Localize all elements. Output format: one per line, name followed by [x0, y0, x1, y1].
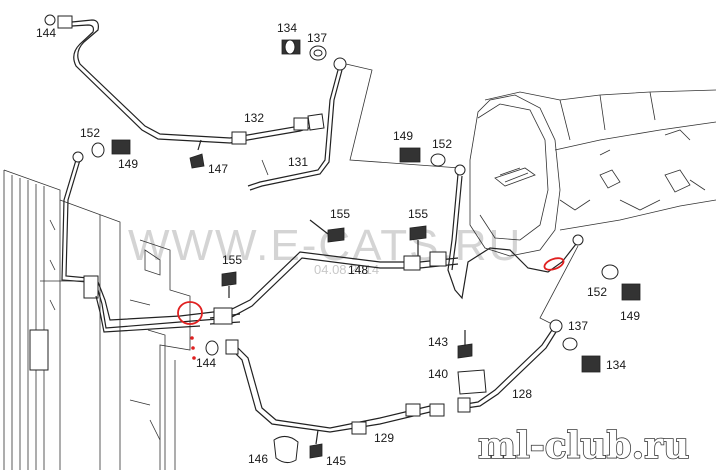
- highlight-dot: [192, 356, 196, 360]
- highlight-oval-left: [177, 301, 203, 325]
- callout-label: 146: [248, 452, 268, 466]
- callout-label: 129: [374, 431, 394, 445]
- callout-label: 155: [408, 207, 428, 221]
- pipe-132: [44, 14, 325, 145]
- callout-label: 152: [432, 137, 452, 151]
- callout-label: 152: [587, 285, 607, 299]
- callout-label: 134: [606, 358, 626, 372]
- callout-label: 149: [393, 129, 413, 143]
- callout-label: 144: [36, 26, 56, 40]
- callout-label: 134: [277, 21, 297, 35]
- callout-labels: 144 134 137 132 152 149 147 131 149 152 …: [36, 21, 640, 468]
- callout-label: 147: [208, 162, 228, 176]
- highlight-dot: [190, 336, 194, 340]
- brand-watermark: ml-club.ru: [478, 425, 689, 467]
- callout-label: 149: [620, 309, 640, 323]
- callout-label: 137: [307, 31, 327, 45]
- pipe-148: [95, 251, 459, 333]
- pipe-129: [225, 339, 445, 435]
- callout-label: 152: [80, 126, 100, 140]
- highlight-marks: [177, 257, 565, 360]
- callout-label: 143: [428, 335, 448, 349]
- callout-label: 128: [512, 387, 532, 401]
- pipe-left-vertical: [40, 151, 99, 299]
- callout-label: 149: [118, 157, 138, 171]
- callout-label: 145: [326, 454, 346, 468]
- callout-label: 155: [222, 253, 242, 267]
- callout-label: 131: [288, 155, 308, 169]
- callout-label: 148: [348, 263, 368, 277]
- pipe-128: [457, 319, 563, 413]
- callout-label: 137: [568, 319, 588, 333]
- highlight-oval-right: [543, 257, 565, 271]
- transmission-housing: [469, 89, 716, 257]
- callout-label: 155: [330, 207, 350, 221]
- pipe-131: [247, 57, 461, 191]
- radiator: [3, 169, 191, 470]
- callout-label: 132: [244, 111, 264, 125]
- callout-label: 140: [428, 367, 448, 381]
- callout-label: 144: [196, 356, 216, 370]
- highlight-dot: [191, 346, 195, 350]
- fasteners: [91, 39, 641, 464]
